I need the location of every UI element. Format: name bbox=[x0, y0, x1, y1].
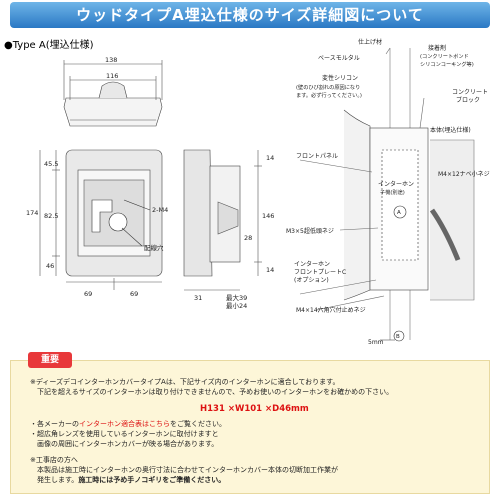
label-adhesive-note1: (コンクリートボンド bbox=[420, 52, 469, 60]
page-title-banner: ウッドタイプA埋込仕様のサイズ詳細図について bbox=[10, 2, 490, 28]
dim-side-top: 14 bbox=[266, 154, 274, 162]
notice-line-8: 発生します。施工時には予め手ノコギリをご準備ください。 bbox=[30, 476, 225, 485]
label-screw-m4-14: M4×14六角穴付止めネジ bbox=[296, 306, 366, 314]
compatibility-table-link[interactable]: インターホン適合表はこちら bbox=[79, 420, 170, 428]
label-circle-b: B bbox=[396, 334, 400, 340]
label-screw-m4-12: M4×12ナベ小ネジ bbox=[438, 170, 490, 178]
label-wire-hole: 配線穴 bbox=[144, 243, 164, 252]
notice-line-3a: ・各メーカーの bbox=[30, 420, 79, 428]
label-silicone-note1: (壁のひび割れの原因になり bbox=[296, 83, 360, 91]
dim-h-bot: 46 bbox=[46, 262, 54, 270]
notice-line-1: ※ディーズデコインターホンカバータイプAは、下記サイズ内のインターホンに適合して… bbox=[30, 378, 340, 386]
section-view bbox=[299, 47, 475, 342]
notice-size: H131 ×W101 ×D46mm bbox=[200, 404, 309, 414]
label-intercom-note: 子機(別途) bbox=[380, 188, 405, 196]
front-view bbox=[39, 149, 163, 290]
label-plate-3: (オプション) bbox=[294, 277, 329, 284]
dim-side-min: 最小24 bbox=[226, 301, 247, 310]
label-5mm: 5mm bbox=[368, 339, 384, 346]
dim-bottom-left: 69 bbox=[84, 290, 92, 298]
label-block-1: コンクリート bbox=[452, 89, 488, 96]
dim-width-inner: 116 bbox=[106, 72, 118, 80]
label-body: 本体(埋込仕様) bbox=[430, 126, 471, 134]
label-adhesive: 接着剤 bbox=[428, 44, 446, 52]
dim-side-height: 146 bbox=[262, 212, 274, 220]
notice-line-7: 本製品は施工時にインターホンの奥行寸法に合わせてインターホンカバー本体の切断加工… bbox=[30, 466, 338, 474]
notice-line-3c: をご覧ください。 bbox=[170, 420, 226, 428]
dim-side-max: 最大39 bbox=[226, 293, 247, 302]
label-silicone-note2: ます。必ず行ってください。) bbox=[296, 91, 362, 99]
dim-h-mid: 82.5 bbox=[44, 212, 58, 220]
dim-side-bottom: 14 bbox=[266, 266, 274, 274]
dim-h-top: 45.5 bbox=[44, 160, 58, 168]
dim-side-mid: 28 bbox=[244, 234, 252, 242]
label-mortar: ベースモルタル bbox=[318, 54, 360, 62]
notice-line-8b: 施工時には予め手ノコギリをご準備ください。 bbox=[78, 476, 226, 484]
important-badge: 重要 bbox=[28, 352, 72, 368]
label-screw-m3: M3×5超低頭ネジ bbox=[286, 227, 334, 235]
important-notice-box bbox=[10, 360, 490, 494]
notice-line-2: 下記を超えるサイズのインターホンは取り付けできませんので、予めお使いのインターホ… bbox=[30, 388, 394, 396]
notice-line-3: ・各メーカーのインターホン適合表はこちらをご覧ください。 bbox=[30, 420, 226, 429]
label-screw-2m4: 2-M4 bbox=[152, 206, 168, 214]
dim-bottom-right: 69 bbox=[130, 290, 138, 298]
notice-line-6: ※工事店の方へ bbox=[30, 456, 78, 464]
dim-width-outer: 138 bbox=[105, 56, 117, 64]
label-circle-a: A bbox=[397, 210, 401, 216]
label-plate-2: フロントプレートC bbox=[294, 269, 346, 276]
label-silicone: 変性シリコン bbox=[322, 74, 358, 82]
label-block-2: ブロック bbox=[456, 96, 480, 104]
dim-side-depth: 31 bbox=[194, 294, 202, 302]
dim-height: 174 bbox=[26, 209, 38, 217]
notice-line-4: ・超広角レンズを使用しているインターホンに取付けますと bbox=[30, 430, 219, 438]
label-finish: 仕上げ材 bbox=[358, 38, 382, 46]
label-plate-1: インターホン bbox=[294, 260, 330, 268]
label-front-panel: フロントパネル bbox=[296, 153, 338, 160]
label-adhesive-note2: シリコンコーキング等) bbox=[420, 60, 474, 68]
notice-line-5: 画像の周囲にインターホンカバーが映る場合があります。 bbox=[30, 440, 219, 448]
top-view bbox=[63, 60, 163, 127]
label-intercom: インターホン bbox=[378, 180, 414, 188]
side-view bbox=[183, 149, 262, 291]
notice-line-8a: 発生します。 bbox=[30, 476, 79, 484]
type-label: ●Type A(埋込仕様) bbox=[4, 40, 94, 51]
